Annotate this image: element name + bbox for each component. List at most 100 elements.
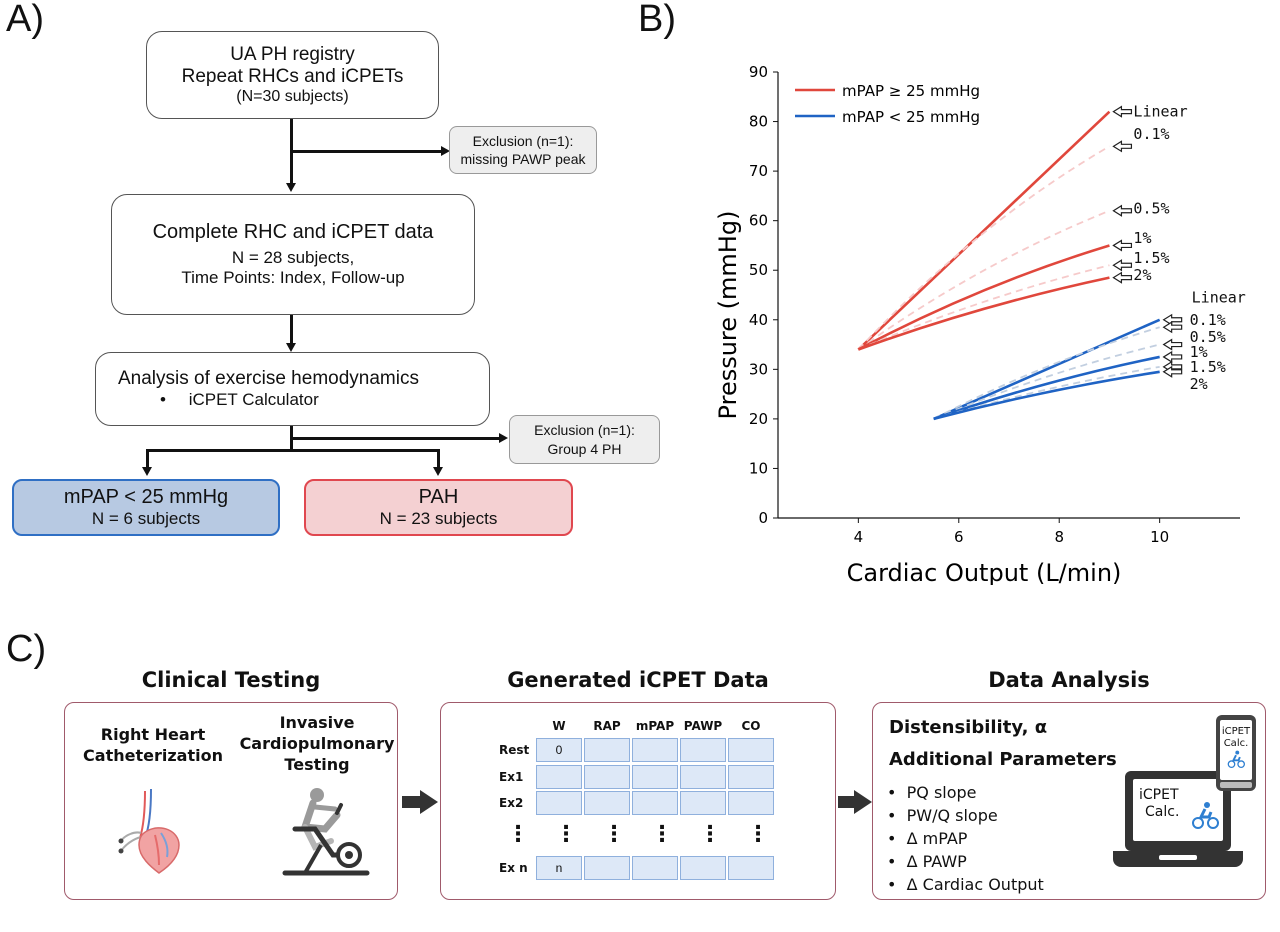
curve-label: 0.1% bbox=[1133, 125, 1169, 143]
analysis-line2: iCPET Calculator bbox=[188, 390, 319, 409]
arrow-down-icon bbox=[286, 343, 296, 352]
flow-arrow-icon bbox=[402, 790, 438, 814]
icpet-label: Invasive Cardiopulmonary Testing bbox=[237, 713, 397, 775]
complete-line2: N = 28 subjects, bbox=[231, 248, 355, 267]
bullet: • bbox=[887, 875, 897, 894]
y-axis-label: Pressure (mmHg) bbox=[714, 211, 742, 420]
label-arrow-icon bbox=[1112, 271, 1133, 284]
curve-label: 0.5% bbox=[1133, 199, 1169, 217]
list-item: • Δ Cardiac Output bbox=[887, 873, 1044, 896]
bullet: • bbox=[887, 829, 897, 848]
phone-label-2: Calc. bbox=[1223, 738, 1249, 749]
high-curve-1p5pct bbox=[857, 264, 1110, 351]
exclusion-box-1: Exclusion (n=1): missing PAWP peak bbox=[449, 126, 597, 174]
heart-icon bbox=[118, 788, 180, 874]
grid-cell bbox=[584, 765, 630, 789]
curve-label: 1.5% bbox=[1133, 249, 1169, 267]
arrow-down-icon bbox=[433, 467, 443, 476]
grid-cell bbox=[680, 856, 726, 880]
grid-cell bbox=[584, 791, 630, 815]
y-tick-label: 70 bbox=[749, 162, 768, 180]
curve-label: 1% bbox=[1190, 343, 1208, 361]
grid-column-header: CO bbox=[741, 719, 761, 733]
curve-label: 1% bbox=[1133, 229, 1151, 247]
phone-label-1: iCPET bbox=[1221, 726, 1251, 737]
high-curve-2pct bbox=[857, 276, 1110, 351]
icpet-line1: Invasive bbox=[279, 713, 355, 732]
registry-line2: Repeat RHCs and iCPETs bbox=[181, 66, 404, 87]
panel-a-label: A) bbox=[6, 0, 44, 40]
exclusion1-line1: Exclusion (n=1): bbox=[472, 132, 574, 149]
low-curve-0p5pct bbox=[933, 343, 1160, 420]
connector bbox=[146, 449, 149, 468]
label-arrow-icon bbox=[1162, 338, 1183, 351]
connector bbox=[437, 449, 440, 468]
ellipsis-dots: ⋮ bbox=[507, 821, 529, 846]
pah-line2: N = 23 subjects bbox=[379, 509, 498, 528]
y-tick-label: 50 bbox=[749, 261, 768, 279]
registry-box: UA PH registry Repeat RHCs and iCPETs (N… bbox=[146, 31, 439, 119]
distensibility-heading: Distensibility, α bbox=[889, 717, 1048, 738]
label-arrow-icon bbox=[1162, 365, 1183, 378]
low-line1: mPAP < 25 mmHg bbox=[63, 486, 229, 508]
panel-b-label: B) bbox=[638, 0, 676, 40]
connector bbox=[290, 437, 500, 440]
low-line2: N = 6 subjects bbox=[91, 509, 201, 528]
y-tick-label: 40 bbox=[749, 311, 768, 329]
label-arrow-icon bbox=[1112, 204, 1133, 217]
grid-cell bbox=[584, 738, 630, 762]
grid-row-label: Ex2 bbox=[499, 796, 524, 810]
bullet: • bbox=[887, 806, 897, 825]
icpet-line2: Cardiopulmonary bbox=[239, 733, 395, 753]
parameter-list: • PQ slope • PW/Q slope • Δ mPAP • Δ PAW… bbox=[887, 781, 1044, 896]
label-arrow-icon bbox=[1112, 259, 1133, 272]
label-arrow-icon bbox=[1162, 321, 1183, 334]
generated-data-title: Generated iCPET Data bbox=[507, 668, 769, 692]
exclusion1-line2: missing PAWP peak bbox=[460, 151, 586, 167]
analysis-line1: Analysis of exercise hemodynamics bbox=[118, 368, 419, 389]
x-tick-label: 8 bbox=[1054, 528, 1064, 546]
analysis-bullet: • bbox=[160, 390, 166, 409]
grid-cell bbox=[584, 856, 630, 880]
high-curve-0p5pct bbox=[857, 209, 1110, 351]
grid-cell bbox=[680, 738, 726, 762]
list-item: • PW/Q slope bbox=[887, 804, 1044, 827]
high-curve-0p1pct bbox=[857, 145, 1110, 351]
grid-row-label: Ex1 bbox=[499, 770, 524, 784]
laptop-label-1: iCPET bbox=[1139, 787, 1179, 803]
grid-cell bbox=[728, 738, 774, 762]
label-arrow-icon bbox=[1112, 239, 1133, 252]
arrow-right-icon bbox=[499, 433, 508, 443]
flow-arrow-icon bbox=[838, 790, 872, 814]
arrow-down-icon bbox=[286, 183, 296, 192]
low-curve-1pct bbox=[933, 355, 1160, 421]
rhc-line1: Right Heart bbox=[100, 725, 206, 744]
clinical-testing-title: Clinical Testing bbox=[141, 668, 321, 692]
clinical-testing-frame: Right Heart Catheterization Invasive Car… bbox=[64, 702, 398, 900]
y-tick-label: 10 bbox=[749, 459, 768, 477]
exclusion2-line1: Exclusion (n=1): bbox=[534, 422, 635, 439]
grid-cell bbox=[536, 765, 582, 789]
ellipsis-dots: ⋮ bbox=[699, 821, 721, 846]
grid-cell bbox=[680, 791, 726, 815]
grid-column-header: mPAP bbox=[635, 719, 675, 733]
grid-cell bbox=[632, 791, 678, 815]
grid-cell: 0 bbox=[536, 738, 582, 762]
laptop-label-2: Calc. bbox=[1145, 804, 1180, 820]
grid-cell bbox=[680, 765, 726, 789]
analysis-box: Analysis of exercise hemodynamics • iCPE… bbox=[95, 352, 490, 426]
registry-line1: UA PH registry bbox=[230, 44, 355, 65]
high-curve-1pct bbox=[857, 244, 1110, 351]
curve-label: 2% bbox=[1190, 375, 1208, 393]
complete-line1: Complete RHC and iCPET data bbox=[152, 221, 434, 243]
exclusion-box-2: Exclusion (n=1): Group 4 PH bbox=[509, 415, 660, 464]
curve-label: 1.5% bbox=[1190, 358, 1226, 376]
y-tick-label: 20 bbox=[749, 410, 768, 428]
curve-label: Linear bbox=[1192, 288, 1246, 306]
exclusion2-line2: Group 4 PH bbox=[547, 440, 622, 457]
ellipsis-dots: ⋮ bbox=[603, 821, 625, 846]
grid-cell bbox=[728, 791, 774, 815]
pah-box: PAH N = 23 subjects bbox=[304, 479, 573, 536]
param-delta-pawp: Δ PAWP bbox=[906, 852, 967, 871]
